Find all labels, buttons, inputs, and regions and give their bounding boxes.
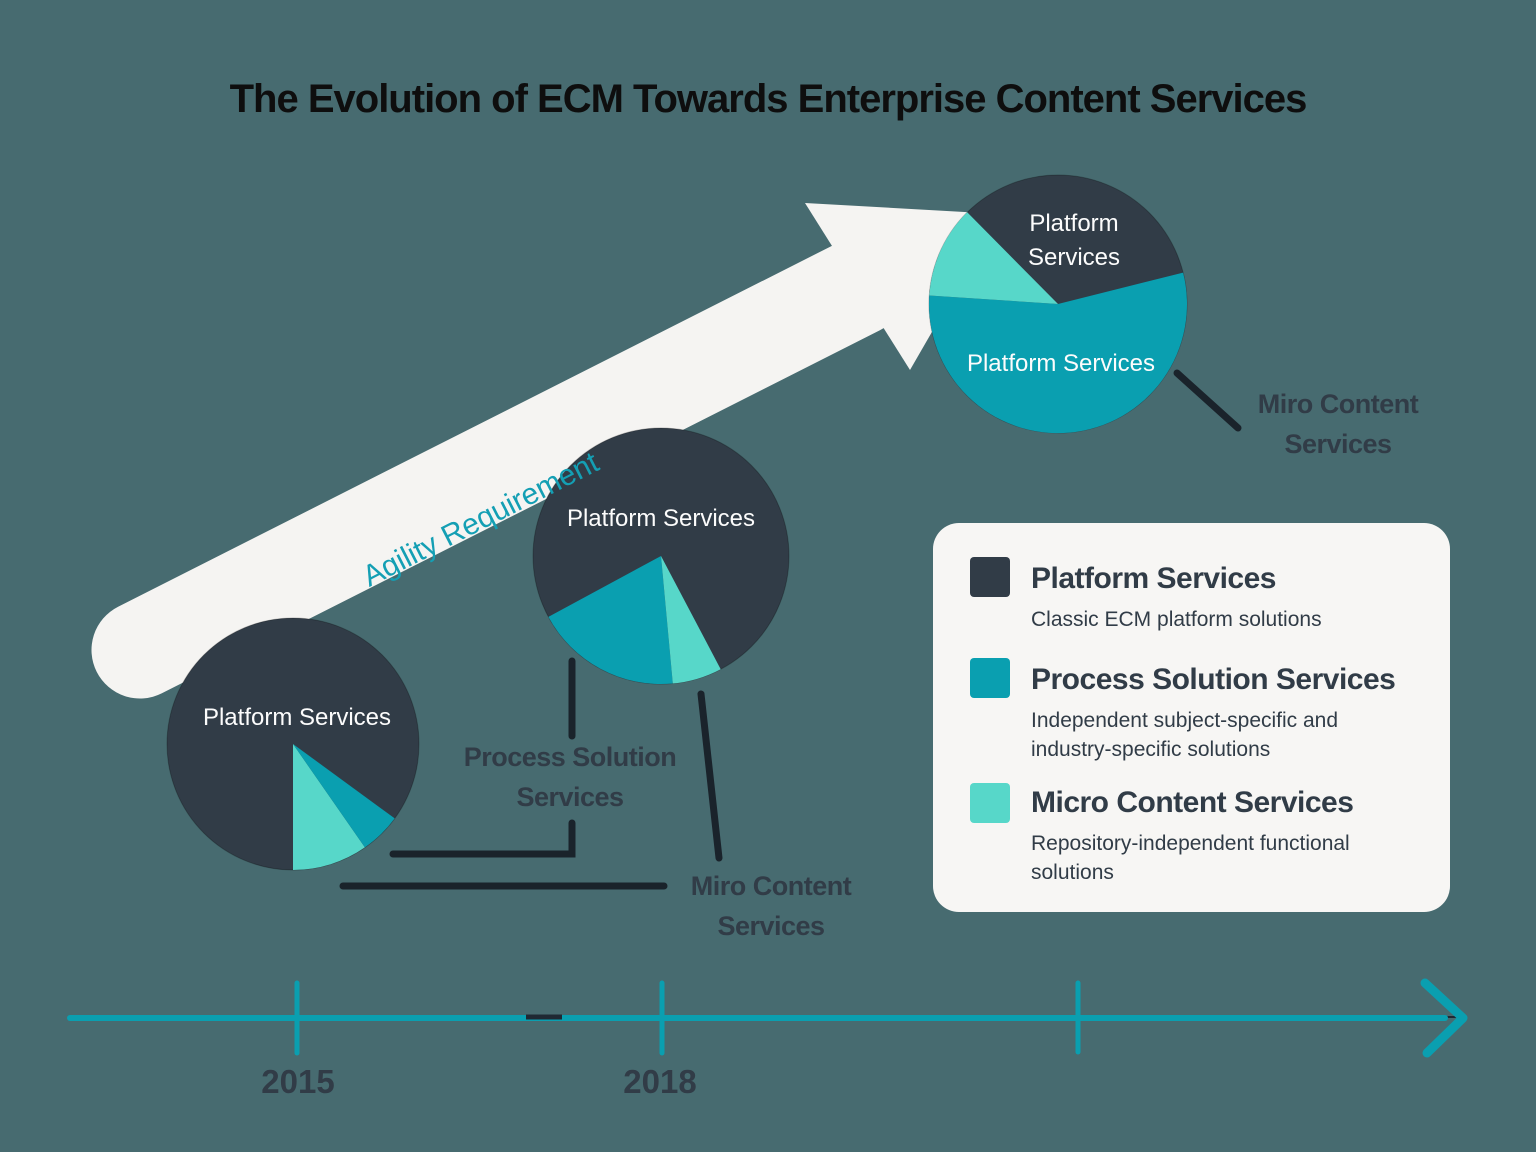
pie-future-teal-label: Platform Services [966, 350, 1156, 377]
process-solution-annotation-line2: Services [516, 782, 624, 812]
connector-lines [339, 369, 1242, 890]
pie-2015 [166, 617, 420, 871]
growth-arrow-shaft [91, 238, 907, 699]
pie-2015-slice-process-solution [293, 744, 395, 848]
miro-content-annotation-bottom: Miro Content Services [690, 866, 852, 946]
miro-content-annotation-top-line1: Miro Content [1257, 389, 1419, 419]
legend-card: Platform Services Classic ECM platform s… [933, 523, 1450, 912]
legend-item-process-solution-desc: Independent subject-specific and industr… [1031, 709, 1339, 761]
miro-content-annotation-top: Miro Content Services [1257, 384, 1419, 464]
pie-future-slice-process-solution [929, 272, 1188, 434]
pie-2018-slice-process-solution [548, 556, 673, 685]
pie-2015-slice-micro-content [293, 744, 365, 870]
year-label-2018: 2018 [623, 1063, 697, 1100]
legend-item-platform-desc: Classic ECM platform solutions [1031, 608, 1322, 631]
legend-item-platform: Platform Services Classic ECM platform s… [1031, 561, 1391, 634]
legend-item-process-solution: Process Solution Services Independent su… [1031, 662, 1396, 764]
connector-2018-to-miro-label [697, 690, 723, 862]
pie-future-platform-label-line1: Platform [1029, 210, 1119, 237]
pie-future-platform-label: Platform Services [1028, 207, 1120, 275]
pie-future-platform-label-line2: Services [1027, 244, 1121, 271]
legend-item-platform-title: Platform Services [1031, 562, 1276, 595]
legend-item-micro-content-desc: Repository-independent functional soluti… [1031, 832, 1350, 884]
pie-2018-slice-micro-content [661, 556, 721, 684]
legend-swatch-micro-content [970, 783, 1010, 823]
legend-swatch-platform [970, 557, 1010, 597]
connector-process-label-to-2015 [389, 819, 576, 858]
timeline [67, 978, 1468, 1058]
pie-2018 [532, 427, 790, 685]
process-solution-annotation-line1: Process Solution [463, 742, 677, 772]
pie-future [928, 174, 1188, 434]
pie-2018-platform-label: Platform Services [566, 505, 756, 532]
timeline-arrowhead-icon [1420, 978, 1468, 1058]
pie-future-slice-micro-content [929, 212, 1058, 304]
miro-content-annotation-bottom-line2: Services [717, 911, 825, 941]
pie-2015-platform-label: Platform Services [202, 704, 392, 731]
process-solution-annotation: Process Solution Services [464, 737, 677, 817]
legend-item-process-solution-title: Process Solution Services [1031, 663, 1396, 696]
year-label-2015: 2015 [261, 1063, 335, 1100]
legend-item-micro-content: Micro Content Services Repository-indepe… [1031, 785, 1391, 887]
miro-content-annotation-bottom-line1: Miro Content [690, 871, 852, 901]
legend-swatch-process-solution [970, 658, 1010, 698]
page-title: The Evolution of ECM Towards Enterprise … [229, 77, 1308, 121]
connector-future-to-miro-label [1173, 369, 1242, 432]
legend-item-micro-content-title: Micro Content Services [1031, 786, 1354, 819]
miro-content-annotation-top-line2: Services [1284, 429, 1392, 459]
